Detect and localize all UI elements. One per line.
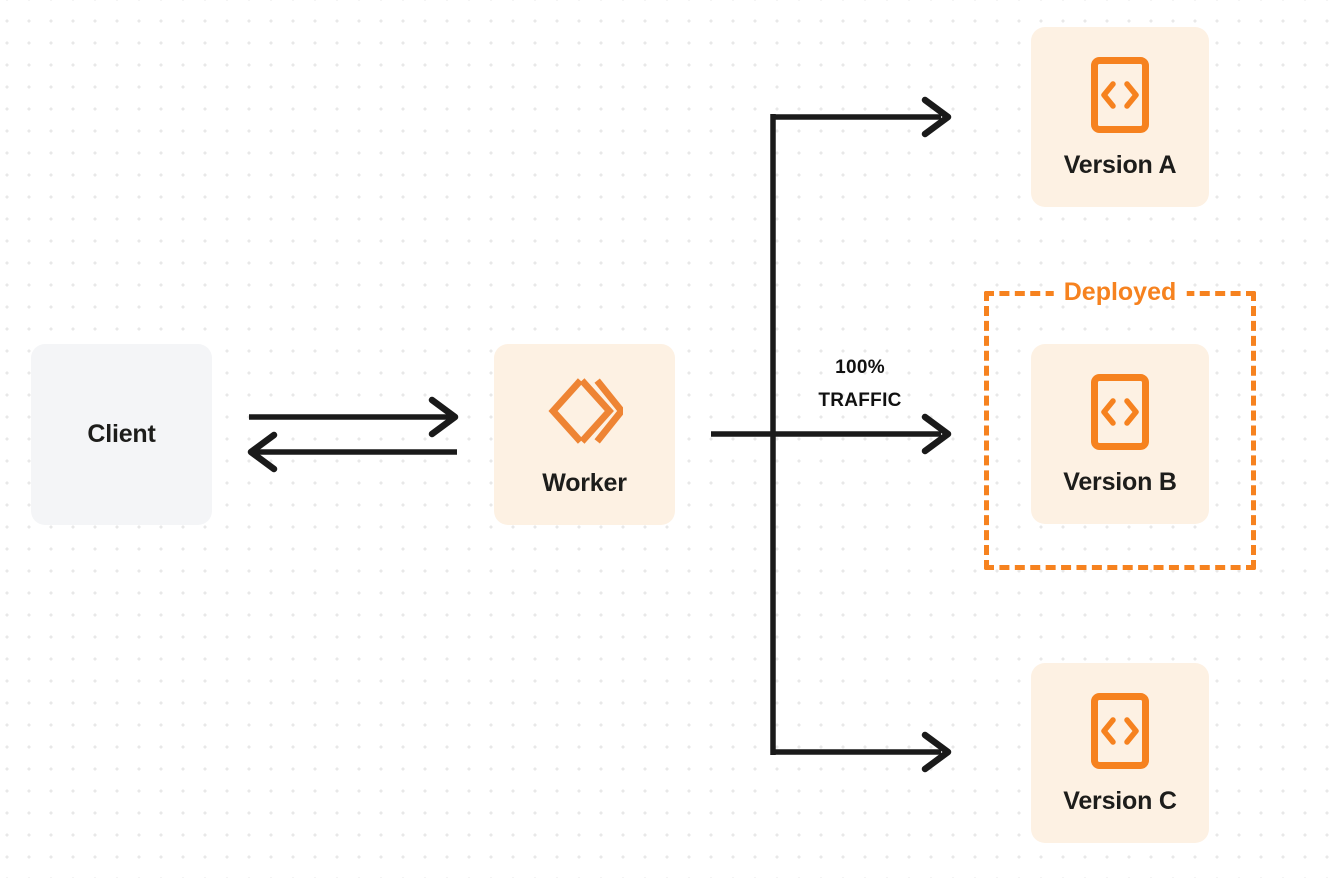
node-client[interactable]: Client [31,344,212,525]
cloudflare-workers-logo-icon [547,373,623,449]
code-document-icon [1091,56,1149,133]
traffic-word: TRAFFIC [818,390,902,412]
node-worker-label: Worker [542,469,627,497]
traffic-percent: 100% [835,357,885,378]
node-version-b-label: Version B [1063,467,1177,496]
edge-worker-to-client [247,431,457,473]
traffic-label: 100% TRAFFIC [785,351,935,418]
node-version-a-label: Version A [1063,150,1177,179]
node-version-a[interactable]: Version A [1031,27,1209,207]
edge-worker-to-version-c [771,731,952,773]
node-version-c-label: Version C [1063,786,1177,815]
deployed-group-label: Deployed [1053,280,1187,305]
node-version-b[interactable]: Version B [1031,344,1209,524]
node-worker[interactable]: Worker [494,344,675,525]
edge-worker-to-version-b [711,413,952,455]
edge-client-to-worker [249,396,459,438]
code-document-icon [1091,373,1149,450]
node-client-label: Client [87,420,156,448]
deployed-group: Deployed [984,280,1256,570]
node-version-c[interactable]: Version C [1031,663,1209,843]
edge-worker-to-version-a [771,96,952,138]
code-document-icon [1091,692,1149,769]
